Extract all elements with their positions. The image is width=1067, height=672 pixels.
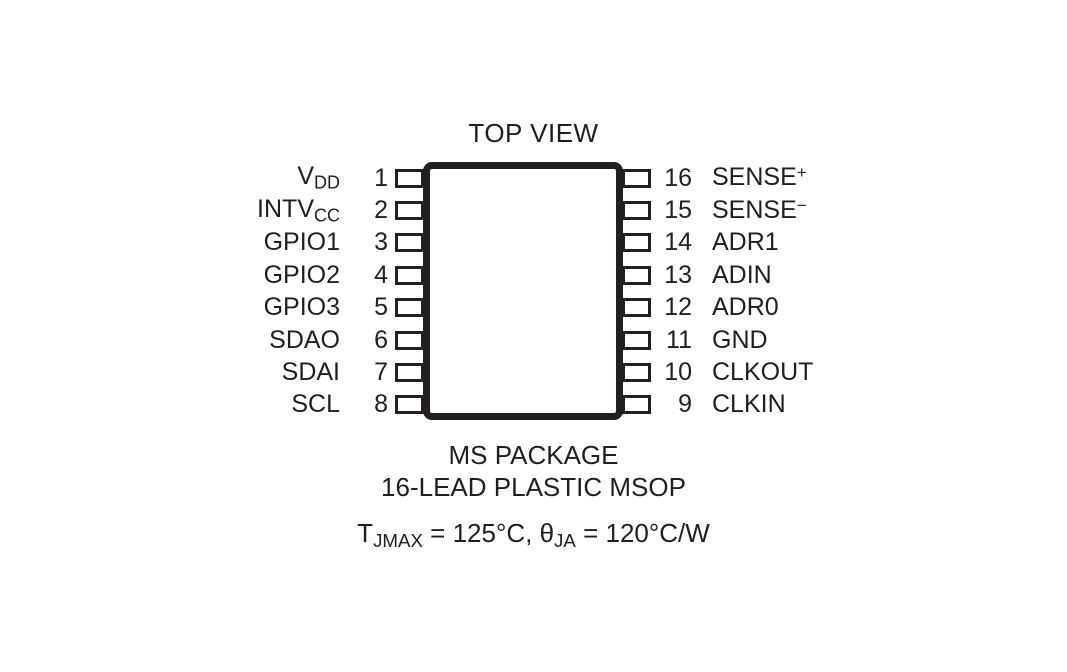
pin-number-13: 13 — [664, 260, 692, 289]
pin-label-1: VDD — [297, 162, 340, 193]
top-view-label: TOP VIEW — [468, 118, 599, 148]
pin-number-16: 16 — [664, 163, 692, 192]
tjmax-subscript: JMAX — [373, 529, 423, 551]
thermal-spec-caption: TJMAX = 125°C, θJA = 120°C/W — [357, 518, 710, 551]
pin-lead-16 — [622, 168, 651, 188]
pin-row-8: SCL 8 — [120, 388, 388, 422]
pin-number-10: 10 — [664, 357, 692, 386]
pin-number-11: 11 — [666, 325, 692, 354]
pin-label-4: GPIO2 — [263, 260, 340, 289]
pin-label-11: GND — [712, 325, 768, 354]
pin-number-7: 7 — [374, 357, 388, 386]
pin-lead-6 — [395, 330, 424, 350]
pin-row-6: SDAO 6 — [120, 323, 388, 357]
pin-row-1: VDD 1 — [120, 161, 388, 195]
pin-row-3: GPIO1 3 — [120, 226, 388, 260]
pin-lead-12 — [622, 298, 651, 318]
pin-lead-14 — [622, 233, 651, 253]
pin-row-5: GPIO3 5 — [120, 291, 388, 325]
pin-lead-11 — [622, 330, 651, 350]
pin-name-subscript: DD — [314, 172, 340, 193]
pin-row-14: 14 ADR1 — [658, 226, 1018, 260]
pin-lead-9 — [622, 395, 651, 415]
pin-label-14: ADR1 — [712, 228, 779, 257]
pin-label-10: CLKOUT — [712, 357, 814, 386]
pin-number-12: 12 — [664, 293, 692, 322]
pin-lead-7 — [395, 362, 424, 382]
pin-row-13: 13 ADIN — [658, 258, 1018, 292]
pin-label-16: SENSE+ — [712, 163, 807, 192]
pin-lead-4 — [395, 265, 424, 285]
pin-label-13: ADIN — [712, 260, 772, 289]
pin-label-6: SDAO — [269, 325, 340, 354]
pin-lead-5 — [395, 298, 424, 318]
pin-name-subscript: CC — [314, 205, 340, 226]
pin-row-12: 12 ADR0 — [658, 291, 1018, 325]
pin-lead-10 — [622, 362, 651, 382]
pin-number-3: 3 — [374, 228, 388, 257]
pin-number-15: 15 — [664, 195, 692, 224]
pin-row-11: 11 GND — [658, 323, 1018, 357]
pin-row-15: 15 SENSE− — [658, 193, 1018, 227]
theta-ja-subscript: JA — [554, 529, 576, 551]
pin-row-9: 9 CLKIN — [658, 388, 1018, 422]
pin-label-9: CLKIN — [712, 390, 786, 419]
pin-label-5: GPIO3 — [263, 293, 340, 322]
pin-lead-15 — [622, 200, 651, 220]
pin-row-4: GPIO2 4 — [120, 258, 388, 292]
pin-label-3: GPIO1 — [263, 228, 340, 257]
pin-number-6: 6 — [374, 325, 388, 354]
pin-label-7: SDAI — [281, 357, 340, 386]
pin-label-2: INTVCC — [257, 194, 340, 226]
lead-description-caption: 16-LEAD PLASTIC MSOP — [381, 472, 686, 502]
pin-number-14: 14 — [664, 228, 692, 257]
pin-number-5: 5 — [374, 293, 388, 322]
pin-label-12: ADR0 — [712, 293, 779, 322]
pin-number-2: 2 — [374, 195, 388, 224]
pin-number-1: 1 — [374, 163, 388, 192]
pin-lead-13 — [622, 265, 651, 285]
pin-lead-2 — [395, 200, 424, 220]
pin-number-4: 4 — [374, 260, 388, 289]
package-name-caption: MS PACKAGE — [448, 440, 619, 470]
pin-lead-8 — [395, 395, 424, 415]
pin-label-15: SENSE− — [712, 195, 807, 224]
pin-lead-1 — [395, 168, 424, 188]
pin-name-superscript: − — [796, 195, 807, 215]
pin-row-7: SDAI 7 — [120, 355, 388, 389]
pin-number-8: 8 — [374, 390, 388, 419]
pin-row-10: 10 CLKOUT — [658, 355, 1018, 389]
pin-number-9: 9 — [678, 390, 692, 419]
pin-lead-3 — [395, 233, 424, 253]
pin-row-16: 16 SENSE+ — [658, 161, 1018, 195]
pin-name-superscript: + — [796, 163, 807, 183]
pin-row-2: INTVCC 2 — [120, 193, 388, 227]
package-body-outline — [423, 162, 623, 420]
pin-label-8: SCL — [291, 390, 340, 419]
